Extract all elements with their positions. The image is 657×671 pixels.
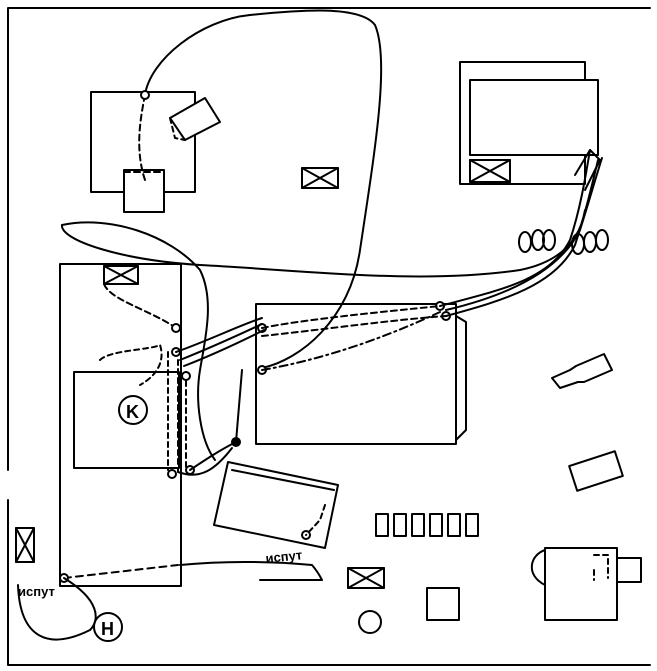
h-label: H — [101, 619, 114, 639]
crossed-box-bottom — [347, 567, 385, 589]
top-left-component — [90, 91, 221, 213]
cable-bundle — [175, 317, 265, 367]
loop-wire-dashed — [138, 94, 146, 181]
small-rect-right — [568, 450, 624, 492]
left-panel — [59, 263, 182, 587]
crossed-box-left — [15, 527, 35, 563]
wire-left-long — [61, 209, 586, 278]
fuse-part — [551, 353, 613, 389]
crossed-box-center — [301, 167, 339, 189]
tilted-box — [213, 461, 339, 549]
lamps — [518, 229, 609, 255]
center-panel — [255, 303, 467, 445]
loop-wire-top — [144, 9, 383, 369]
top-right-component — [459, 61, 599, 185]
bottom-right-component — [530, 547, 642, 621]
k-label: K — [126, 402, 139, 422]
isput-label-bottom: испут — [18, 584, 55, 599]
isput-label-top: испут — [265, 547, 303, 566]
bottom-circle — [358, 610, 382, 634]
bottom-square — [426, 587, 460, 621]
connector-row — [375, 513, 479, 537]
outer-frame — [7, 7, 651, 666]
